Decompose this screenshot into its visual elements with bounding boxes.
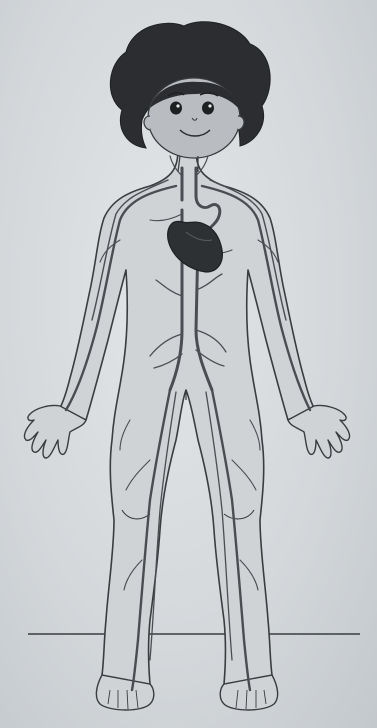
left-eye (170, 102, 182, 115)
right-eye (202, 102, 214, 115)
left-ear (144, 116, 150, 130)
